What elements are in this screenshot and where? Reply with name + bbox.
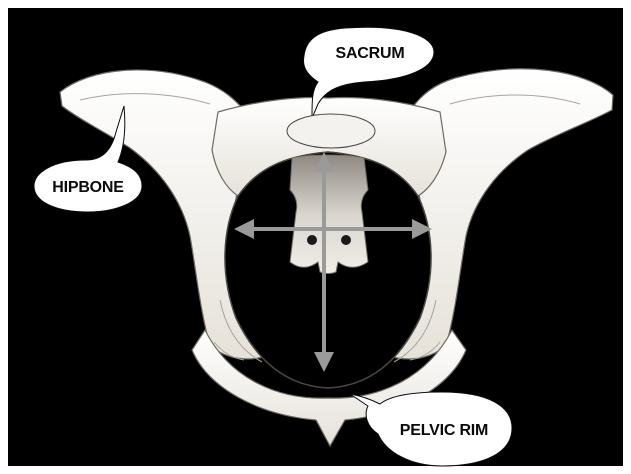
pelvic-rim-label: PELVIC RIM [400,422,488,439]
hipbone-label: HIPBONE [52,179,124,196]
sacral-foramen-right [341,235,351,245]
sacrum-body [290,155,368,274]
sacral-foramen-left [307,235,317,245]
sacral-promontory [287,114,375,148]
sacrum-label: SACRUM [335,45,404,62]
